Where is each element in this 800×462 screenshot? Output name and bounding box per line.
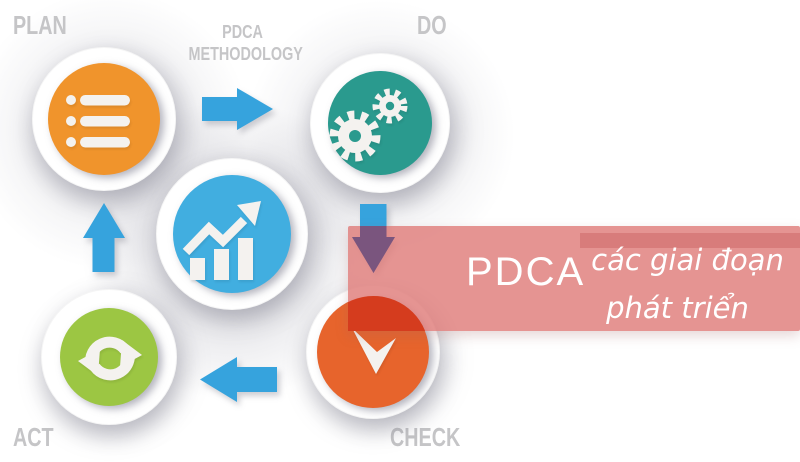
banner-acronym: PDCA [466,250,586,294]
arrow-right-icon [202,88,273,130]
diagram-title-line2: METHODOLOGY [188,43,303,64]
arrow-left-icon [200,357,277,402]
banner-caption-line1: các giai đoạn [591,243,784,277]
check-label: CHECK [390,422,461,452]
banner-top-strip [580,233,800,248]
pdca-banner [348,226,800,331]
plan-label: PLAN [13,10,67,40]
gears-icon [329,88,408,162]
growth-chart-icon [182,201,261,280]
diagram-title-line1: PDCA [222,22,263,42]
refresh-icon [78,336,142,381]
arrow-up-icon [83,203,125,272]
act-label: ACT [13,422,54,452]
arrow-down-under-banner-icon [352,226,395,273]
do-label: DO [417,10,447,40]
checkmark-icon [352,328,396,374]
act-circle [41,289,177,425]
act-circle-fill [60,308,158,406]
list-icon [66,95,130,148]
banner-caption-line2: phát triển [606,291,749,325]
diagram-title: PDCA METHODOLOGY [188,22,303,65]
